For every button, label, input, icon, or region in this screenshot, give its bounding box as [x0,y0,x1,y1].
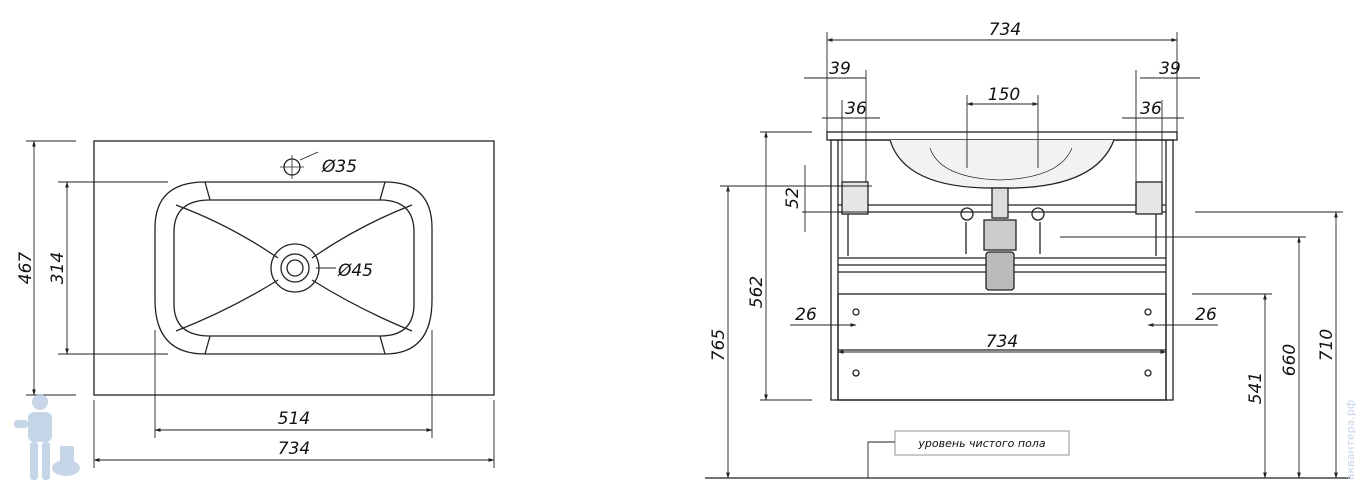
dim-total-height: 467 [16,252,36,285]
dim-drain-hole: Ø45 [337,261,373,281]
drawer [837,293,1167,401]
dim-right-26: 26 [1195,305,1217,325]
dim-inner-width: 734 [986,332,1018,352]
dim-right-36: 36 [1140,99,1162,119]
front-view [705,131,1350,479]
right-bracket [1135,181,1163,215]
dim-bowl-height: 314 [48,252,68,284]
dim-765: 765 [709,329,729,361]
floor-label-box [894,430,1070,456]
dim-150: 150 [988,85,1020,105]
front-view-dimensions [720,32,1343,479]
dim-total-width: 734 [278,439,310,459]
floor-label: уровень чистого пола [917,437,1045,450]
front-view-labels: 734 39 39 36 36 150 52 562 765 26 26 734… [709,20,1337,456]
dim-right-39: 39 [1159,59,1181,79]
countertop [826,131,1178,141]
plumber-logo [14,394,80,480]
siphon [991,187,1009,219]
top-view-dimensions [26,140,495,468]
dim-top-width: 734 [989,20,1021,40]
dim-660: 660 [1280,344,1300,376]
dim-52: 52 [783,187,803,209]
watermark: аквантера.рф [1344,400,1357,481]
dim-left-36: 36 [845,99,867,119]
top-view [93,140,495,396]
bowl-outer [154,181,433,355]
left-bracket [841,181,869,215]
dim-541: 541 [1246,372,1266,404]
dim-710: 710 [1317,329,1337,361]
drain-hole [270,243,320,293]
sink-bowl [889,139,1115,189]
dim-faucet-hole: Ø35 [321,157,357,177]
top-view-labels: 467 314 Ø35 Ø45 514 734 [16,157,373,459]
basin-outline [93,140,495,396]
dim-562: 562 [747,276,767,308]
dim-left-26: 26 [795,305,817,325]
dim-bowl-width: 514 [278,409,310,429]
dim-left-39: 39 [829,59,851,79]
